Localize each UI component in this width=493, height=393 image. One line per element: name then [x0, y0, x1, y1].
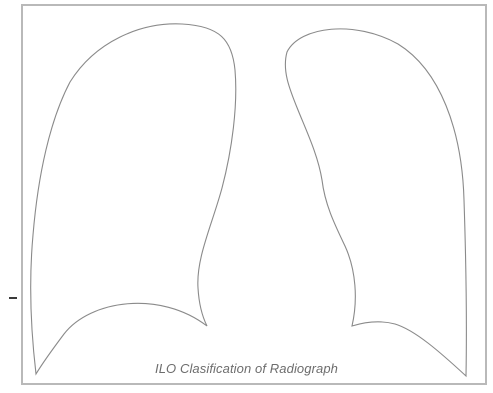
left-lung-outline	[285, 29, 466, 376]
right-lung-outline	[31, 24, 236, 374]
edge-tick-mark	[9, 297, 17, 299]
diagram-caption: ILO Clasification of Radiograph	[0, 361, 493, 376]
